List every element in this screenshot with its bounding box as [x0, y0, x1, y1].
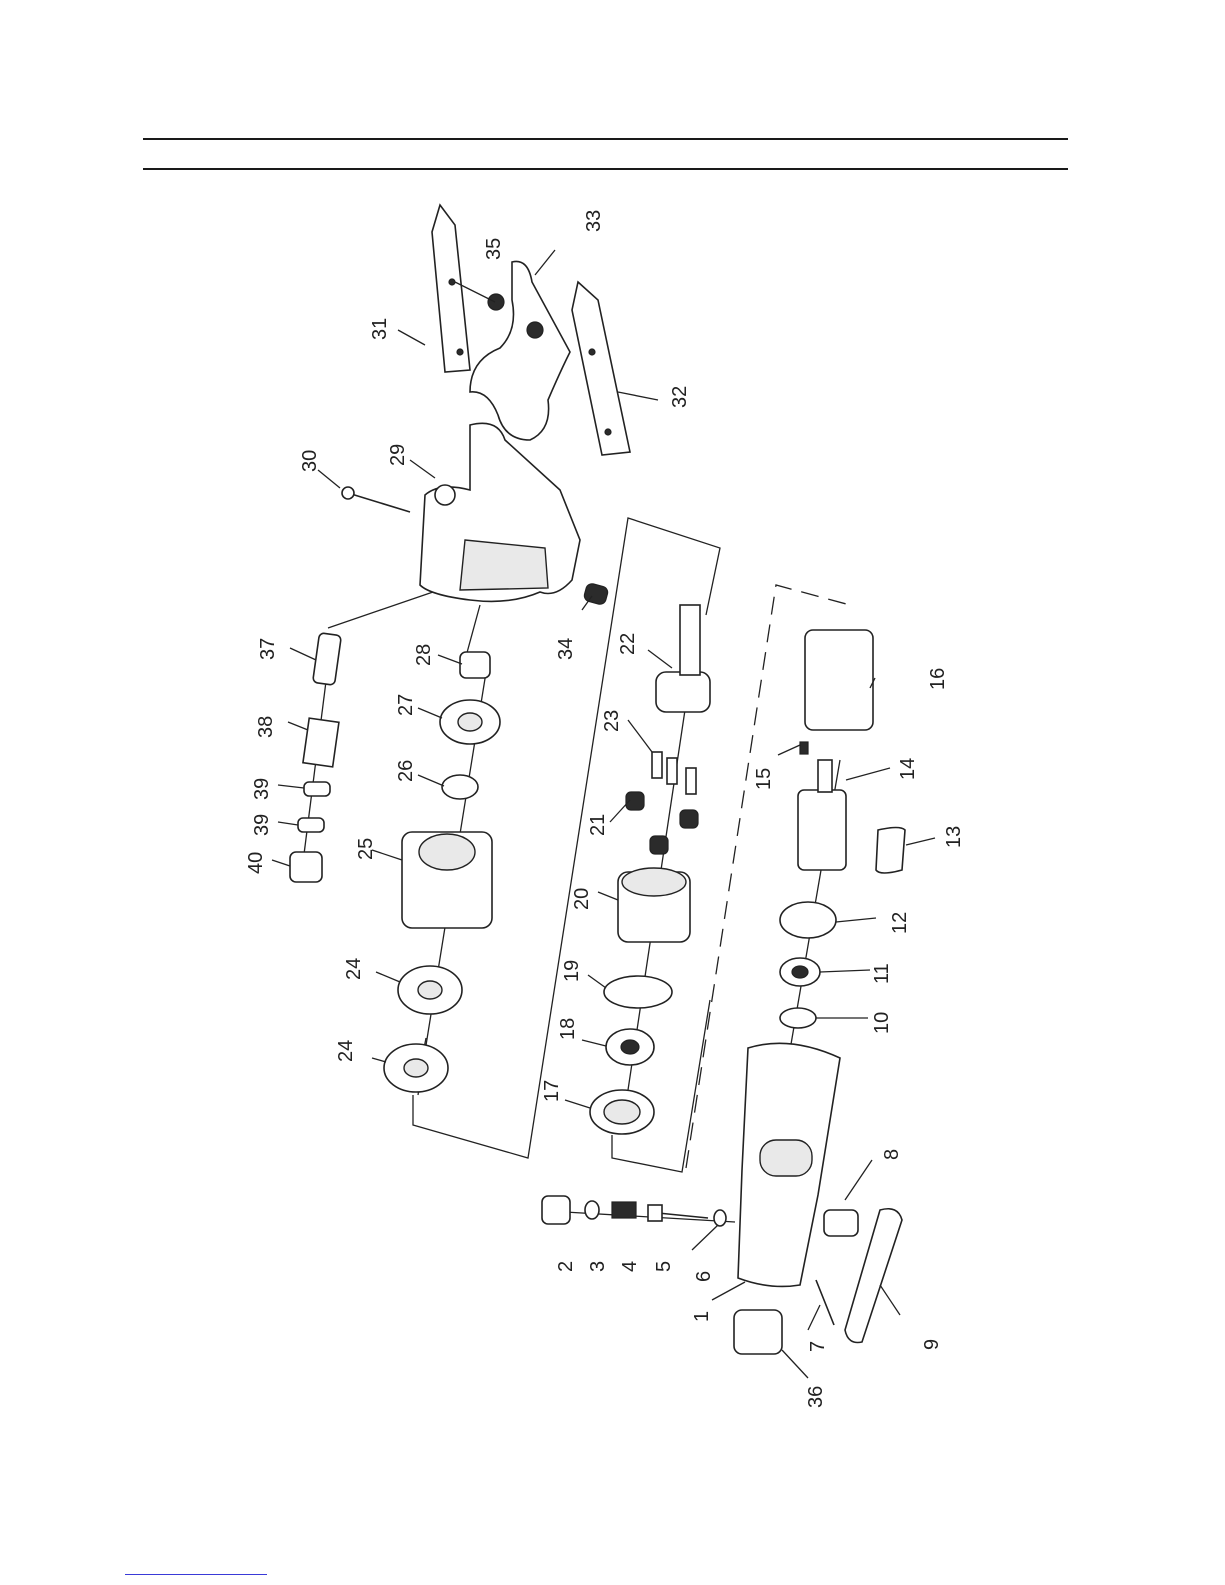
callout-4: 4	[619, 1261, 641, 1272]
callout-28: 28	[413, 644, 435, 666]
callout-34: 34	[555, 638, 577, 660]
footer-link-underline	[125, 1574, 267, 1575]
callout-39b: 39	[251, 814, 273, 836]
callout-5: 5	[653, 1261, 675, 1272]
callout-20: 20	[571, 888, 593, 910]
callout-31: 31	[369, 318, 391, 340]
callout-7: 7	[807, 1341, 829, 1352]
callout-12: 12	[889, 912, 911, 934]
callout-3: 3	[587, 1261, 609, 1272]
callout-37: 37	[257, 638, 279, 660]
part-shapes	[290, 205, 905, 1354]
callout-10: 10	[871, 1012, 893, 1034]
callout-24a: 24	[343, 958, 365, 980]
callout-35: 35	[483, 238, 505, 260]
callout-16: 16	[927, 668, 949, 690]
callout-14: 14	[897, 758, 919, 780]
callout-24b: 24	[335, 1040, 357, 1062]
callout-21: 21	[587, 814, 609, 836]
callout-19: 19	[561, 960, 583, 982]
callout-32: 32	[669, 386, 691, 408]
callout-22: 22	[617, 633, 639, 655]
callout-17: 17	[541, 1080, 563, 1102]
callout-25: 25	[355, 838, 377, 860]
callout-9: 9	[921, 1339, 943, 1350]
callout-6: 6	[693, 1271, 715, 1282]
callout-18: 18	[557, 1018, 579, 1040]
callout-36: 36	[805, 1386, 827, 1408]
callout-8: 8	[881, 1149, 903, 1160]
callout-23: 23	[601, 710, 623, 732]
callout-30: 30	[299, 450, 321, 472]
callout-40: 40	[245, 852, 267, 874]
callout-13: 13	[943, 826, 965, 848]
callout-38: 38	[255, 716, 277, 738]
callout-27: 27	[395, 694, 417, 716]
callout-15: 15	[753, 768, 775, 790]
callout-2: 2	[555, 1261, 577, 1272]
callout-29: 29	[387, 444, 409, 466]
callout-1: 1	[691, 1311, 713, 1322]
callout-39a: 39	[251, 778, 273, 800]
callout-11: 11	[871, 963, 893, 984]
callout-33: 33	[583, 210, 605, 232]
callout-26: 26	[395, 760, 417, 782]
